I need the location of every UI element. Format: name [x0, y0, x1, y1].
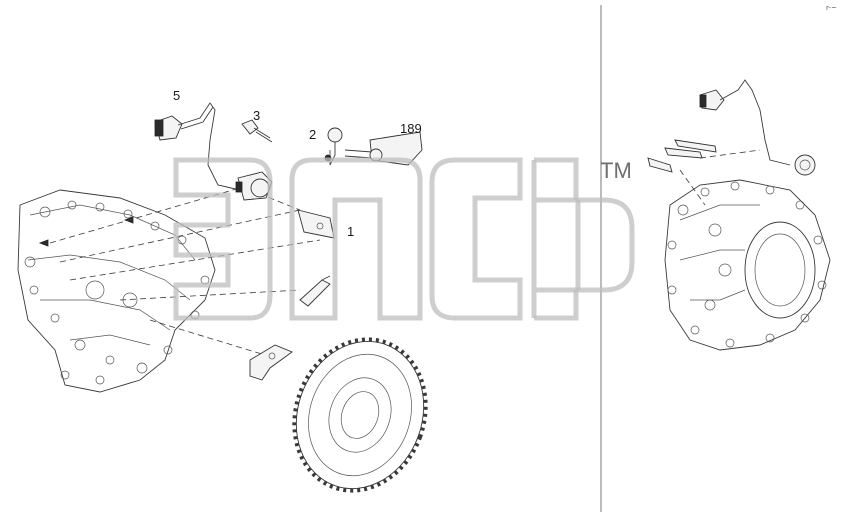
- watermark-trademark: TM: [600, 158, 632, 183]
- callout-2: 2: [309, 127, 316, 142]
- callout-3: 3: [253, 108, 260, 123]
- wiring-harness-connector: [154, 102, 241, 191]
- lower-bracket: [249, 344, 293, 381]
- mounting-bracket: [297, 209, 335, 239]
- transmission-housing-right: [664, 179, 831, 351]
- callout-5: 5: [173, 88, 180, 103]
- speed-sensor: [235, 171, 273, 201]
- watermark-logo: [173, 157, 635, 321]
- bolt-part: [241, 119, 273, 143]
- transmission-housing-left: [17, 189, 216, 393]
- corner-mark: r-~: [826, 4, 837, 12]
- right-harness: [699, 79, 816, 176]
- right-sensor-leads: [647, 139, 761, 206]
- linkage-lever: [299, 275, 331, 307]
- callout-189: 189: [400, 121, 422, 136]
- callout-1: 1: [347, 224, 354, 239]
- gear-ring: [292, 337, 428, 493]
